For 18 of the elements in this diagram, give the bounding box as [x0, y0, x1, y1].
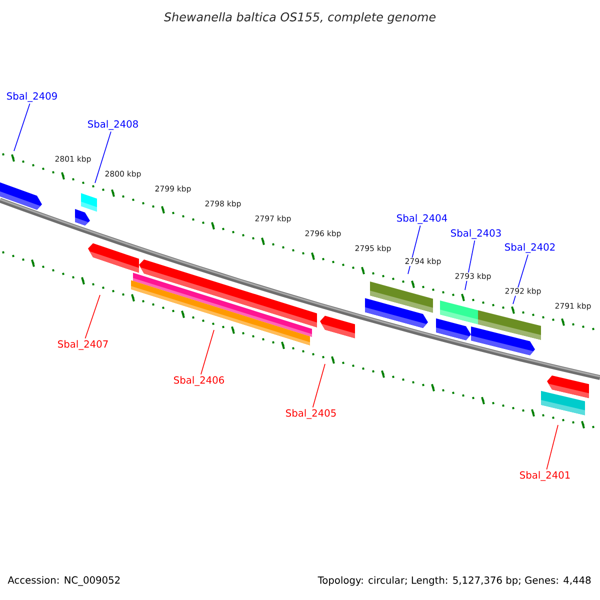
gene-label: Sbal_2403	[451, 229, 501, 239]
gene-label: Sbal_2404	[397, 214, 448, 224]
gene-label: Sbal_2408	[88, 120, 138, 130]
footer-text: Accession: NC_009052	[8, 576, 120, 586]
gene-label: Sbal_2401	[520, 471, 570, 481]
gene-label: Sbal_2405	[286, 409, 336, 419]
gene-label: Sbal_2406	[174, 376, 224, 386]
leader-line	[546, 424, 558, 470]
leader-line	[312, 364, 326, 408]
leader-line	[200, 330, 214, 375]
title: Shewanella baltica OS155, complete genome	[164, 12, 436, 24]
gene-label: Sbal_2402	[505, 243, 555, 253]
leader-line	[84, 294, 100, 339]
leader-line	[94, 131, 112, 184]
gene-label: Sbal_2409	[7, 92, 57, 102]
footer-text: Topology: circular; Length: 5,127,376 bp; Genes: 4,448	[318, 576, 591, 586]
gene-label: Sbal_2407	[58, 340, 108, 350]
leader-line	[14, 103, 30, 152]
